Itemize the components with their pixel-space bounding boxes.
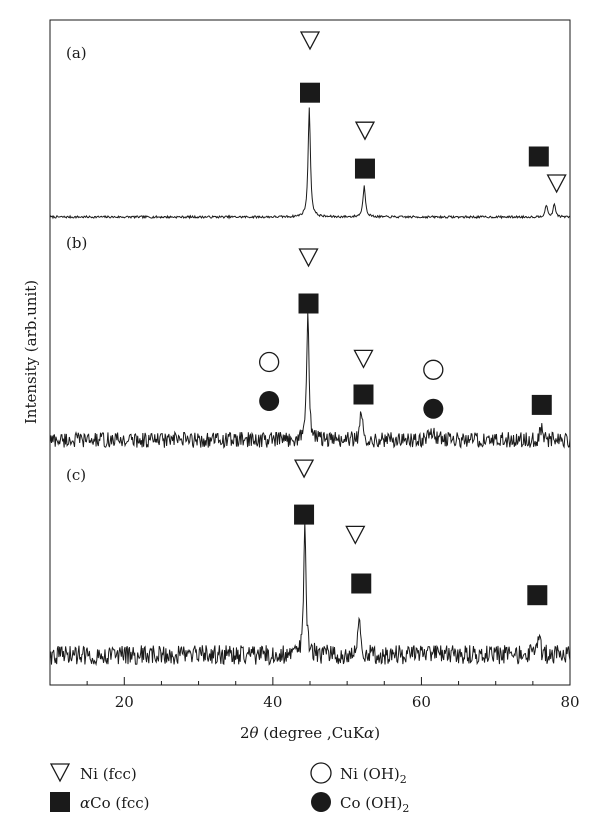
square-marker-icon (351, 573, 372, 594)
triangle-marker-icon (299, 31, 321, 51)
filled-circle-marker-icon (423, 398, 444, 419)
square-marker-icon (298, 293, 319, 314)
phase-markers (258, 31, 567, 606)
open-circle-marker-icon (310, 762, 332, 784)
triangle-marker-icon (353, 349, 374, 369)
square-marker-icon (294, 504, 315, 525)
x-ticks: 20 40 60 80 (49, 677, 580, 711)
x-tick-label: 40 (263, 693, 282, 711)
square-marker-icon (300, 82, 320, 103)
square-marker-icon (353, 384, 374, 405)
triangle-marker-icon (546, 174, 567, 194)
legend-label-co-oh2: Co (OH)2 (340, 794, 409, 815)
y-axis-title: Intensity (arb.unit) (22, 280, 40, 424)
legend-item-co-oh2: Co (OH)2 (311, 792, 409, 815)
triangle-marker-icon (298, 248, 319, 268)
square-marker-icon (531, 394, 552, 415)
x-tick-label: 60 (412, 693, 431, 711)
x-tick-label: 80 (560, 693, 579, 711)
triangle-marker-icon (345, 525, 366, 545)
square-marker-icon (50, 792, 70, 812)
pattern-b-line (49, 312, 571, 449)
triangle-marker-icon (293, 459, 315, 479)
square-marker-icon (354, 158, 375, 179)
open-circle-marker-icon (423, 359, 444, 380)
legend-item-ni-oh2: Ni (OH)2 (310, 762, 407, 786)
open-circle-marker-icon (258, 351, 280, 373)
panel-label-a: (a) (66, 44, 87, 62)
legend: Ni (fcc) αCo (fcc) Ni (OH)2 Co (OH)2 (49, 762, 409, 815)
pattern-c-line (49, 521, 571, 667)
legend-label-aco-fcc: αCo (fcc) (80, 794, 149, 812)
filled-circle-marker-icon (311, 792, 331, 812)
panel-label-b: (b) (66, 234, 87, 252)
legend-label-ni-oh2: Ni (OH)2 (340, 765, 407, 786)
square-marker-icon (528, 146, 549, 167)
pattern-a-line (49, 107, 571, 220)
square-marker-icon (527, 585, 548, 606)
legend-item-aco-fcc: αCo (fcc) (50, 792, 149, 812)
legend-item-ni-fcc: Ni (fcc) (49, 763, 137, 783)
panel-label-c: (c) (66, 466, 86, 484)
x-axis-title: 2θ (degree ,CuKα) (240, 724, 380, 742)
x-tick-label: 20 (115, 693, 134, 711)
filled-circle-marker-icon (259, 391, 280, 411)
triangle-marker-icon (354, 121, 376, 141)
triangle-marker-icon (49, 763, 71, 783)
legend-label-ni-fcc: Ni (fcc) (80, 765, 137, 783)
